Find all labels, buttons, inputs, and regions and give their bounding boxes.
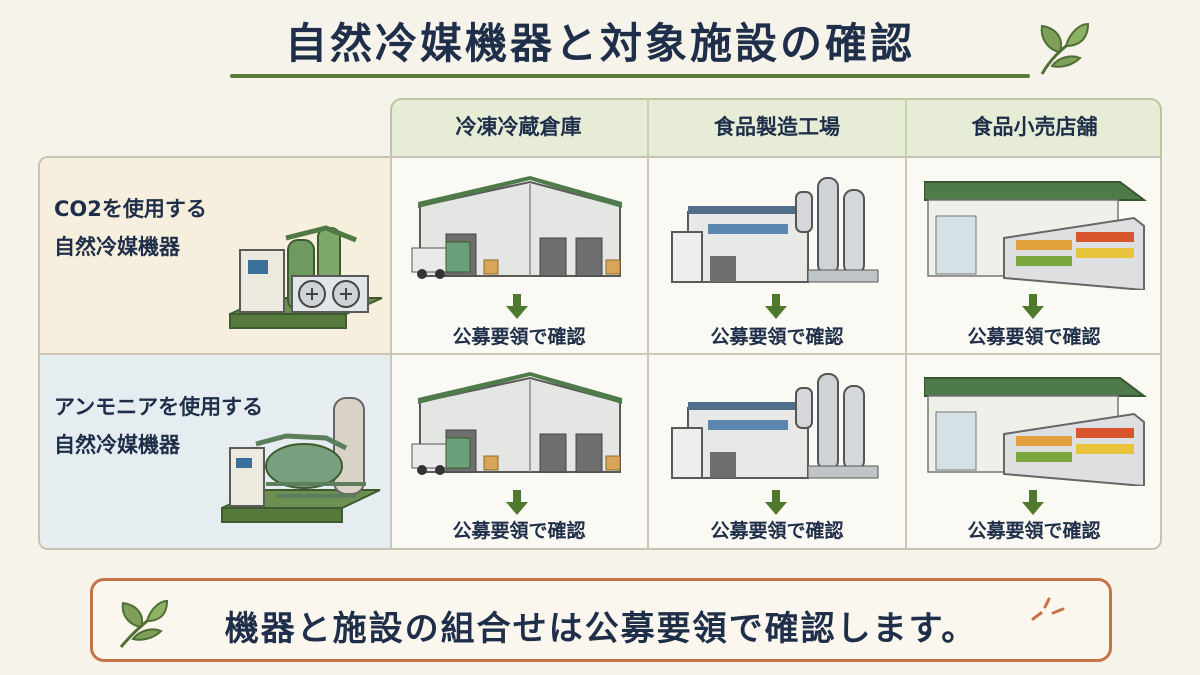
cell-note: 公募要領で確認 (967, 326, 1101, 348)
matrix-table: 冷凍冷蔵倉庫 食品製造工場 食品小売店舗 CO2を使用する 自然冷媒機器 アンモ… (38, 98, 1162, 550)
leaf-icon (119, 599, 169, 648)
header-divider (647, 98, 649, 156)
column-header-factory: 食品製造工場 (714, 115, 840, 139)
column-header-store: 食品小売店舗 (971, 115, 1098, 139)
cell-note: 公募要領で確認 (452, 326, 586, 348)
down-arrow-icon (506, 490, 528, 515)
sparkle-icon (1031, 597, 1065, 621)
title-area: 自然冷媒機器と対象施設の確認 (0, 0, 1200, 90)
co2-refrigeration-unit-icon (229, 225, 383, 329)
cell-note: 公募要領で確認 (452, 520, 586, 542)
factory-icon (671, 373, 879, 479)
down-arrow-icon (1022, 490, 1044, 515)
down-arrow-icon (1022, 294, 1044, 319)
summary-banner: 機器と施設の組合せは公募要領で確認します。 (90, 578, 1112, 662)
cell-note: 公募要領で確認 (710, 520, 844, 542)
header-divider (905, 98, 907, 156)
row-label-ammonia-line1: アンモニアを使用する (54, 395, 264, 419)
ammonia-refrigeration-unit-icon (221, 397, 381, 523)
row-label-co2-line2: 自然冷媒機器 (54, 235, 180, 259)
row-label-ammonia-line2: 自然冷媒機器 (54, 433, 180, 457)
title-underline (230, 74, 1030, 78)
summary-text: 機器と施設の組合せは公募要領で確認します。 (224, 609, 978, 649)
column-header-bar (390, 98, 1162, 156)
row-label-co2-line1: CO2を使用する (54, 197, 207, 221)
down-arrow-icon (765, 294, 787, 319)
down-arrow-icon (765, 490, 787, 515)
row-divider (38, 353, 1162, 355)
factory-icon (671, 177, 879, 283)
warehouse-icon (411, 176, 622, 279)
store-icon (924, 181, 1147, 290)
cell-note: 公募要領で確認 (710, 326, 844, 348)
store-icon (924, 377, 1147, 486)
cell-note: 公募要領で確認 (967, 520, 1101, 542)
down-arrow-icon (506, 294, 528, 319)
leaf-icon (1040, 22, 1090, 75)
column-header-warehouse: 冷凍冷蔵倉庫 (455, 115, 582, 139)
warehouse-icon (411, 372, 622, 475)
page-title: 自然冷媒機器と対象施設の確認 (284, 19, 915, 68)
